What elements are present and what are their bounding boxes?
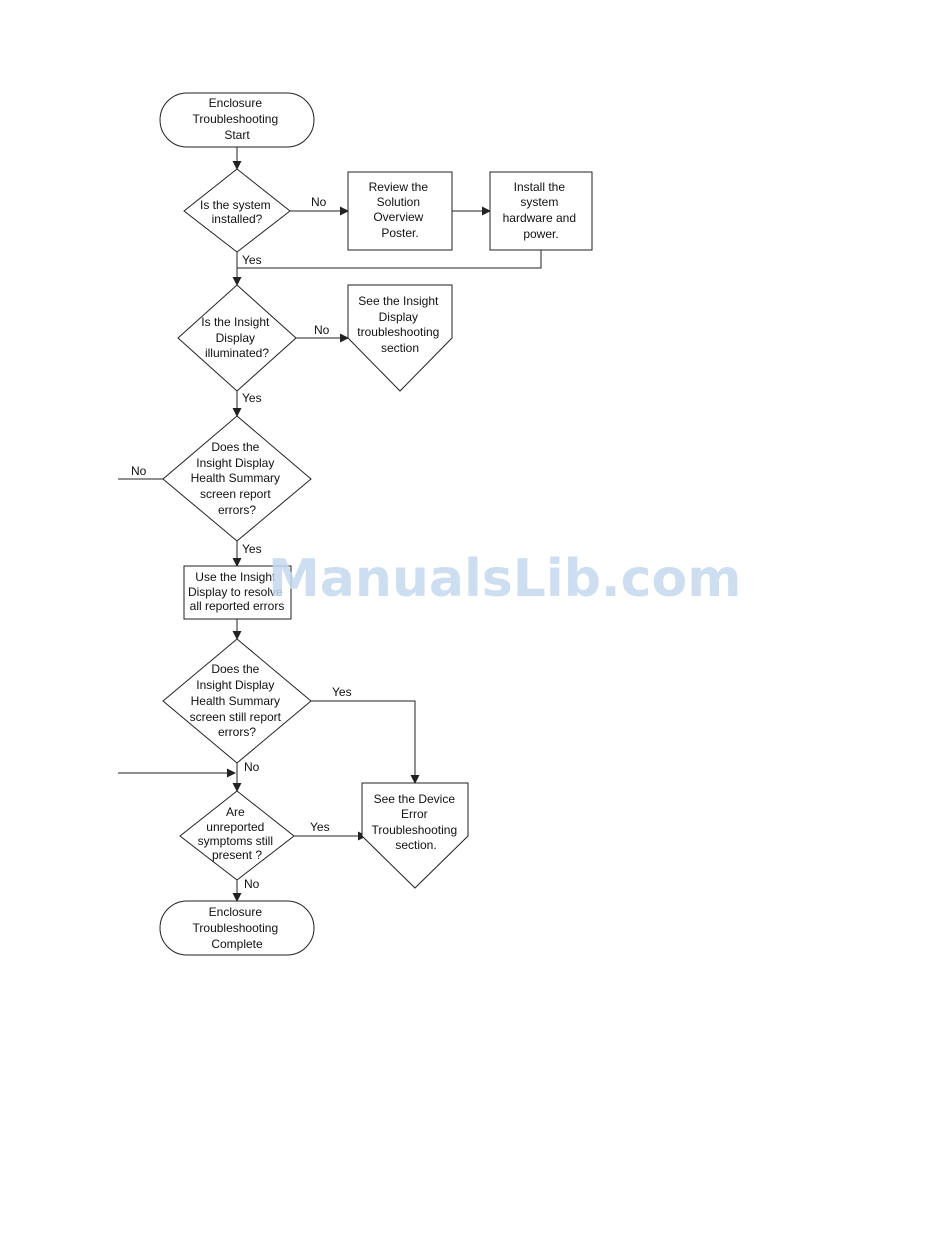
edge-label-installed-yes: Yes: [242, 253, 262, 267]
edge-label-illuminated-no: No: [314, 323, 330, 337]
installed-decision: [183, 168, 291, 253]
symptoms-label: Are unreported symptoms still present ?: [198, 805, 277, 862]
illuminated-decision: [177, 284, 297, 392]
edge-label-installed-no: No: [311, 195, 327, 209]
insight-offpage-connector: [347, 284, 453, 392]
symptoms-decision: [179, 790, 295, 881]
resolve-errors-box: [183, 565, 292, 620]
see-insight-label: See the Insight Display troubleshooting …: [357, 294, 442, 355]
start-label: Enclosure Troubleshooting Start: [193, 96, 282, 142]
edge-label-symptoms-yes: Yes: [310, 820, 330, 834]
errors-label: Does the Insight Display Health Summary …: [191, 440, 284, 517]
complete-terminator: [159, 900, 315, 956]
still-errors-decision: [162, 638, 312, 764]
edge-label-errors-no: No: [131, 464, 147, 478]
edge-label-still-yes: Yes: [332, 685, 352, 699]
edge-label-illuminated-yes: Yes: [242, 391, 262, 405]
see-device-label: See the Device Error Troubleshooting sec…: [372, 792, 461, 852]
still-errors-label: Does the Insight Display Health Summary …: [190, 662, 285, 739]
review-poster-box: [347, 171, 453, 251]
edge-label-errors-yes: Yes: [242, 542, 262, 556]
edge-still-to-device: [311, 700, 420, 784]
review-poster-label: Review the Solution Overview Poster.: [369, 180, 432, 240]
device-error-offpage-connector: [361, 782, 469, 889]
resolve-errors-label: Use the Insight Display to resolve all r…: [188, 570, 286, 613]
watermark: ManualsLib.com: [268, 549, 741, 609]
edge-install-return: [237, 250, 542, 269]
edge-label-symptoms-no: No: [244, 877, 260, 891]
start-terminator: [159, 92, 315, 148]
complete-label: Enclosure Troubleshooting Complete: [193, 905, 282, 951]
edge-label-still-no: No: [244, 760, 260, 774]
install-hardware-box: [489, 171, 593, 251]
install-hardware-label: Install the system hardware and power.: [503, 180, 580, 241]
installed-label: Is the system installed?: [200, 198, 274, 226]
illuminated-label: Is the Insight Display illuminated?: [201, 315, 272, 360]
errors-decision: [162, 415, 312, 542]
